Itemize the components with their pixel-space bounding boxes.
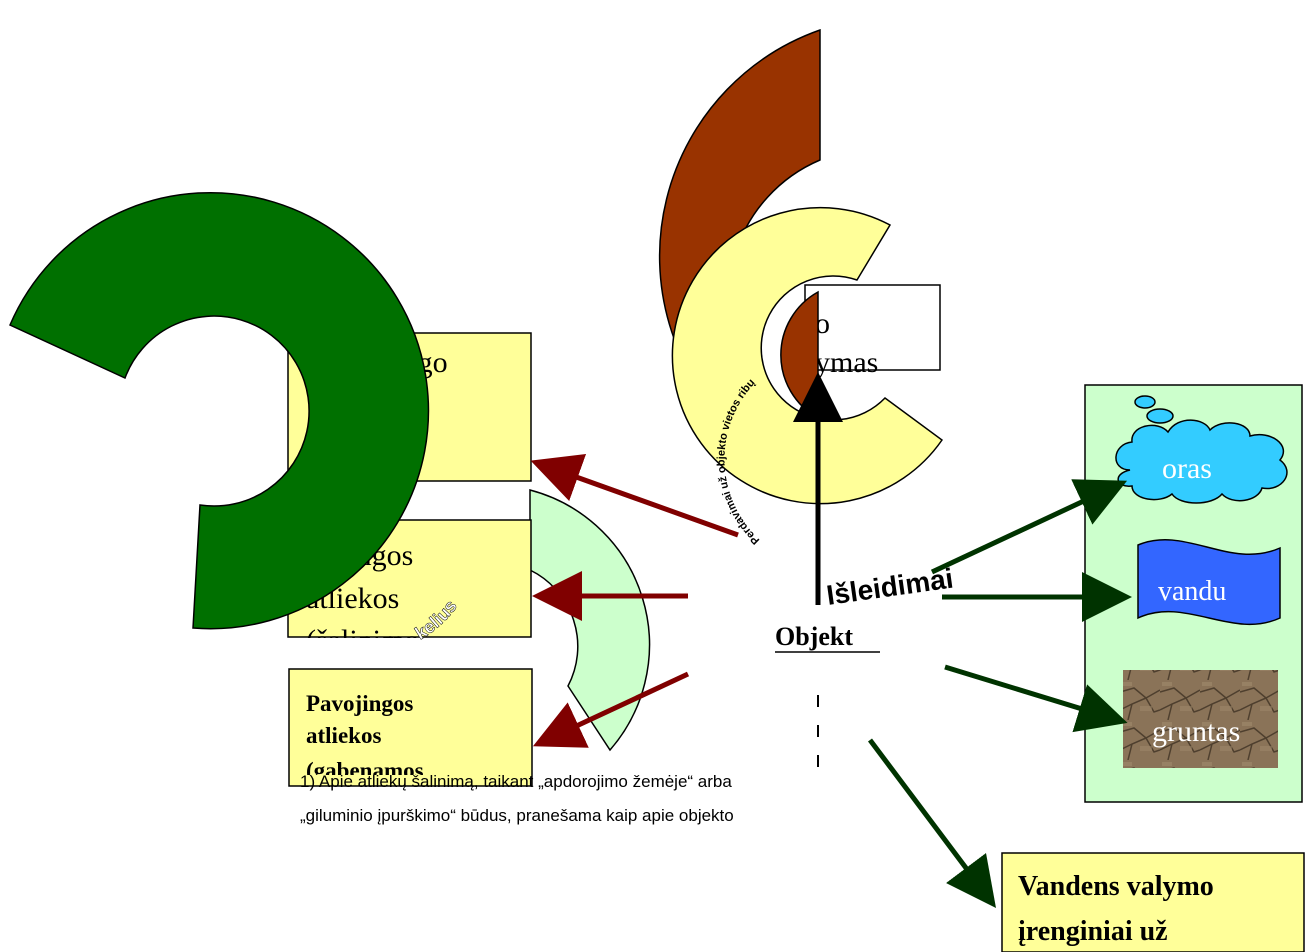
box-bottom-right-line2: įrenginiai už	[1018, 916, 1168, 947]
arrow-to-left-bottom	[532, 671, 690, 748]
soil-image	[1123, 670, 1278, 768]
arrow-to-air	[930, 479, 1128, 575]
arrow-to-water-treatment	[868, 738, 996, 908]
receiver-water-label: vandu	[1158, 576, 1226, 607]
cloud-icon	[1115, 395, 1288, 504]
arrow-to-left-top	[530, 453, 739, 538]
yellow-arc-shape	[671, 206, 944, 505]
center-object-label: Objekt	[775, 622, 853, 651]
footnote-line2: „giluminio įpurškimo“ būdus, pranešama k…	[300, 806, 734, 825]
box-top-center-line2: ymas	[815, 346, 878, 379]
receiver-air-label: oras	[1162, 452, 1212, 485]
arrow-to-soil	[944, 664, 1128, 733]
green-arc-shape	[9, 191, 430, 630]
box-bottom-right	[1001, 852, 1305, 952]
box-left-bottom	[288, 668, 533, 787]
box-left-bottom-line2: atliekos	[306, 723, 381, 748]
brown-inner-half	[780, 290, 819, 420]
footnote: 1) Apie atliekų šalinimą, taikant „apdor…	[300, 765, 900, 833]
receiver-soil-label: gruntas	[1152, 715, 1240, 748]
light-green-arc-shape	[529, 489, 651, 752]
water-flag-icon	[1137, 539, 1281, 626]
box-bottom-right-line1: Vandens valymo	[1018, 871, 1214, 902]
box-left-bottom-line1: Pavojingos	[306, 691, 413, 716]
footnote-line1: 1) Apie atliekų šalinimą, taikant „apdor…	[300, 772, 732, 791]
